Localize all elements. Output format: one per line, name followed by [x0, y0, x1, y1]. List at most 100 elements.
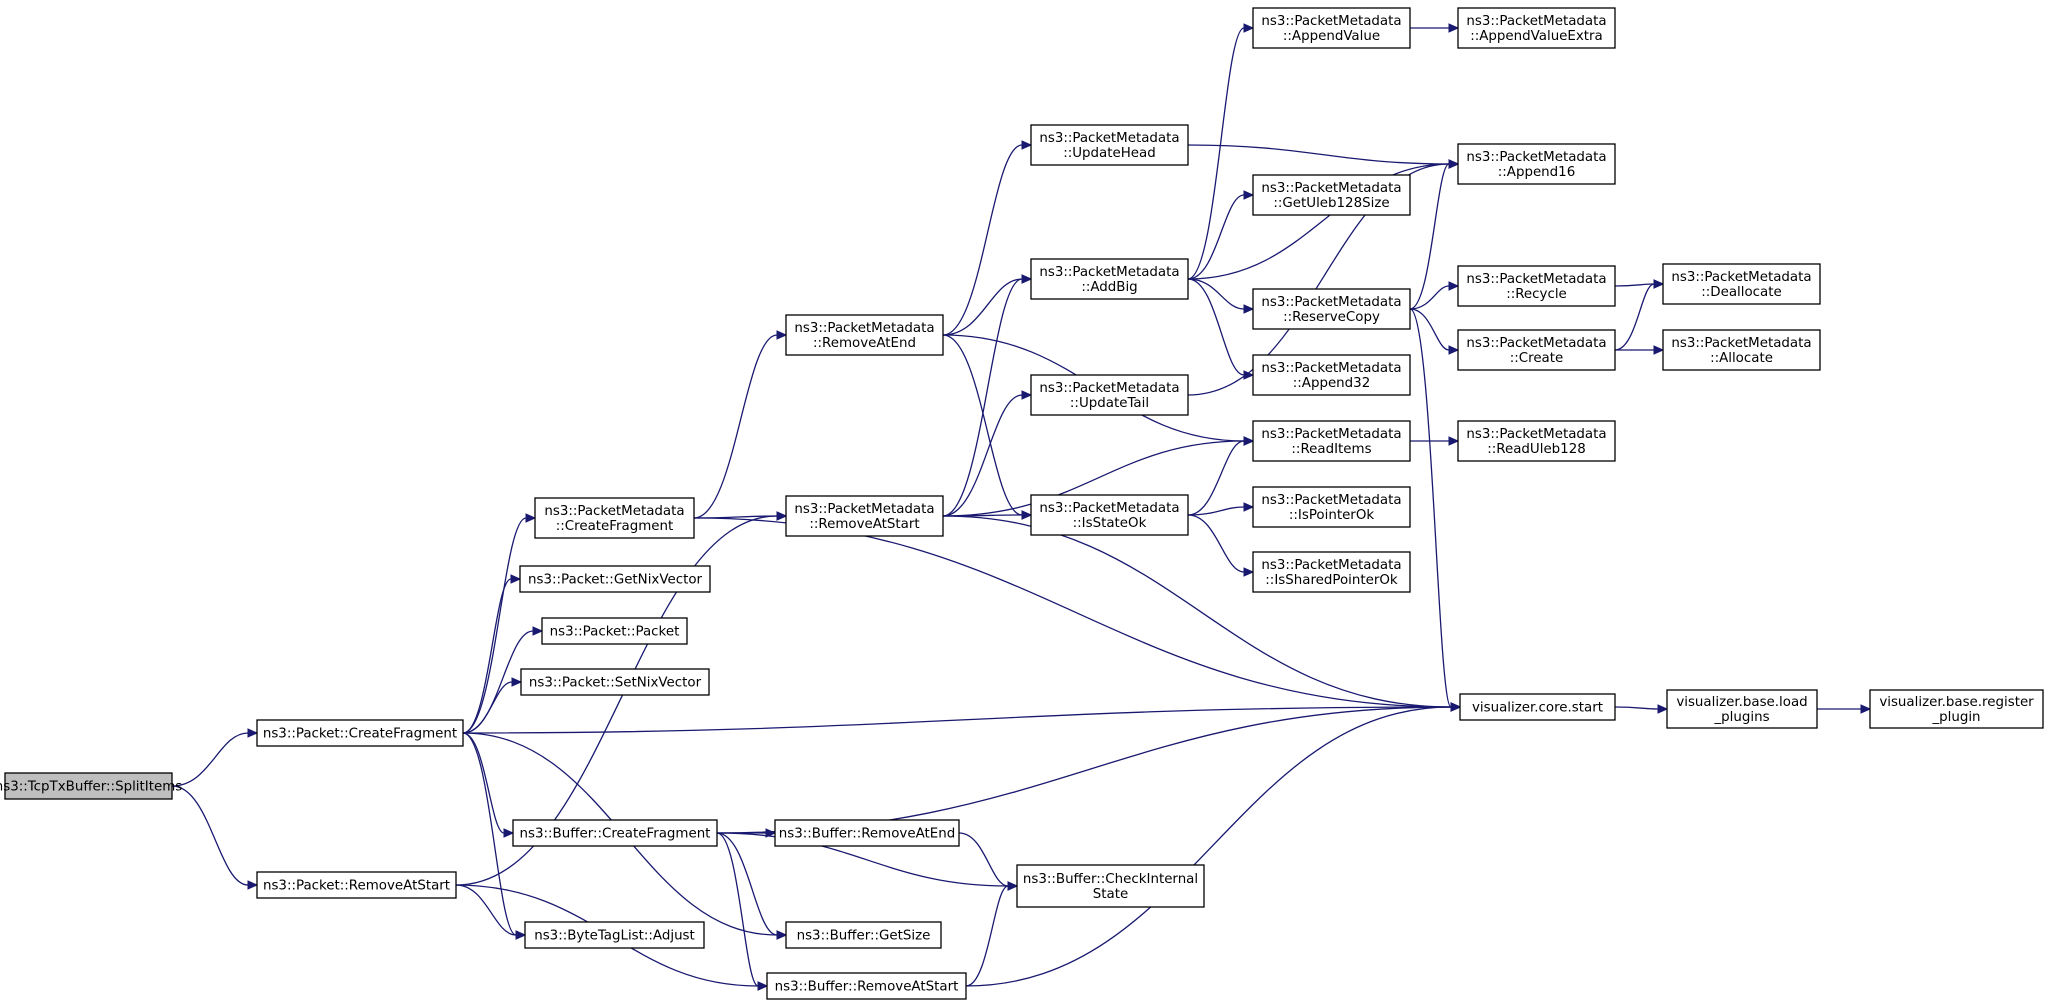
node-pm-deallocate[interactable]: ns3::PacketMetadata::Deallocate: [1662, 263, 1821, 305]
node-pm-readuleb[interactable]: ns3::PacketMetadata::ReadUleb128: [1457, 420, 1616, 462]
node-label: visualizer.base.register: [1879, 695, 2034, 710]
node-buf-removeatend[interactable]: ns3::Buffer::RemoveAtEnd: [774, 819, 960, 847]
edge-line: [693, 517, 1452, 708]
edge-pkt-createfrag-to-pkt-setnix: [462, 677, 523, 734]
node-label: ::Create: [1510, 351, 1564, 366]
node-label: _plugins: [1713, 710, 1769, 725]
call-edges: [171, 23, 1872, 991]
node-pm-recycle[interactable]: ns3::PacketMetadata::Recycle: [1457, 265, 1616, 307]
node-box: [1666, 689, 1818, 729]
node-btl-adjust[interactable]: ns3::ByteTagList::Adjust: [524, 921, 705, 949]
edge-buf-removeatstart-to-viz-core-start: [965, 702, 1462, 987]
node-pm-removeatend[interactable]: ns3::PacketMetadata::RemoveAtEnd: [785, 314, 944, 356]
edge-arrowhead: [1243, 23, 1255, 33]
node-pm-addbig[interactable]: ns3::PacketMetadata::AddBig: [1030, 258, 1189, 300]
node-viz-core-start[interactable]: visualizer.core.start: [1459, 693, 1616, 721]
node-pm-allocate[interactable]: ns3::PacketMetadata::Allocate: [1662, 329, 1821, 371]
edge-line: [1409, 308, 1452, 708]
node-label: ns3::PacketMetadata: [1466, 272, 1606, 287]
node-label: ns3::ByteTagList::Adjust: [534, 929, 695, 944]
node-pm-reservecopy[interactable]: ns3::PacketMetadata::ReserveCopy: [1252, 288, 1411, 330]
node-pm-createfrag[interactable]: ns3::PacketMetadata::CreateFragment: [534, 497, 695, 539]
edge-buf-createfrag-to-buf-removeatstart: [716, 832, 769, 991]
node-label: ns3::PacketMetadata: [1466, 150, 1606, 165]
node-viz-register-plugin[interactable]: visualizer.base.register_plugin: [1869, 689, 2044, 729]
edge-arrowhead: [1448, 436, 1460, 446]
node-label: _plugin: [1931, 710, 1980, 725]
edge-arrowhead: [525, 513, 537, 523]
node-buf-createfrag[interactable]: ns3::Buffer::CreateFragment: [512, 819, 718, 847]
edge-buf-removeatstart-to-buf-checkinternal: [965, 881, 1019, 987]
node-label: ::AddBig: [1081, 280, 1137, 295]
node-pm-append32[interactable]: ns3::PacketMetadata::Append32: [1252, 354, 1411, 396]
edge-line: [171, 732, 249, 787]
node-pkt-getnix[interactable]: ns3::Packet::GetNixVector: [519, 565, 711, 593]
node-box: [1252, 7, 1411, 49]
node-label: ns3::Packet::SetNixVector: [529, 676, 702, 691]
node-pm-readitems[interactable]: ns3::PacketMetadata::ReadItems: [1252, 420, 1411, 462]
edge-arrowhead: [1243, 190, 1255, 200]
node-pkt-packet[interactable]: ns3::Packet::Packet: [541, 617, 688, 645]
node-label: ns3::PacketMetadata: [1261, 361, 1401, 376]
edge-pkt-createfrag-to-pm-createfrag: [462, 513, 537, 734]
node-pm-isstateok[interactable]: ns3::PacketMetadata::IsStateOk: [1030, 494, 1189, 536]
node-label: ns3::PacketMetadata: [1261, 14, 1401, 29]
edge-line: [716, 832, 778, 936]
edge-pm-addbig-to-pm-append32: [1187, 278, 1255, 380]
node-label: ns3::Packet::RemoveAtStart: [263, 879, 450, 894]
edge-arrowhead: [1243, 502, 1255, 512]
node-label: ns3::PacketMetadata: [794, 502, 934, 517]
edge-pm-removeatstart-to-pm-isstateok: [942, 510, 1033, 520]
node-viz-load-plugins[interactable]: visualizer.base.load_plugins: [1666, 689, 1818, 729]
node-pm-ispointerok[interactable]: ns3::PacketMetadata::IsPointerOk: [1252, 486, 1411, 528]
edge-pm-isstateok-to-pm-ispointerok: [1187, 502, 1255, 516]
node-pm-issharedpointerok[interactable]: ns3::PacketMetadata::IsSharedPointerOk: [1252, 551, 1411, 593]
node-pm-getuleb[interactable]: ns3::PacketMetadata::GetUleb128Size: [1252, 174, 1411, 216]
node-pkt-removeatstart[interactable]: ns3::Packet::RemoveAtStart: [256, 871, 457, 899]
edge-line: [942, 440, 1245, 517]
node-pm-appendvalueextra[interactable]: ns3::PacketMetadata::AppendValueExtra: [1457, 7, 1616, 49]
node-buf-removeatstart[interactable]: ns3::Buffer::RemoveAtStart: [766, 972, 967, 1000]
node-box: [519, 565, 711, 593]
edge-pm-reservecopy-to-pm-create: [1409, 308, 1460, 355]
node-label: ::Allocate: [1710, 351, 1773, 366]
edge-arrowhead: [1657, 704, 1669, 714]
node-pm-append16[interactable]: ns3::PacketMetadata::Append16: [1457, 143, 1616, 185]
node-pkt-setnix[interactable]: ns3::Packet::SetNixVector: [520, 668, 710, 696]
node-label: ::ReserveCopy: [1283, 310, 1380, 325]
edge-viz-load-plugins-to-viz-register-plugin: [1817, 704, 1872, 714]
node-tcp-split[interactable]: ns3::TcpTxBuffer::SplitItems: [0, 772, 182, 800]
edge-line: [965, 885, 1009, 987]
edge-arrowhead: [247, 880, 259, 890]
node-box: [1252, 420, 1411, 462]
node-pm-removeatstart[interactable]: ns3::PacketMetadata::RemoveAtStart: [785, 495, 944, 537]
node-label: ::UpdateHead: [1063, 146, 1156, 161]
node-label: ::Append16: [1498, 165, 1575, 180]
edge-arrowhead: [1653, 345, 1665, 355]
node-label: ns3::Buffer::CheckInternal: [1023, 872, 1198, 887]
node-pm-appendvalue[interactable]: ns3::PacketMetadata::AppendValue: [1252, 7, 1411, 49]
node-label: ::GetUleb128Size: [1273, 196, 1389, 211]
edge-line: [958, 832, 1009, 887]
node-label: ns3::PacketMetadata: [1261, 427, 1401, 442]
edge-line: [942, 394, 1023, 517]
edge-pm-addbig-to-pm-getuleb: [1187, 190, 1255, 280]
node-label: ::AppendValue: [1283, 29, 1380, 44]
node-label: ns3::PacketMetadata: [1671, 336, 1811, 351]
node-pkt-createfrag[interactable]: ns3::Packet::CreateFragment: [256, 719, 464, 747]
edge-arrowhead: [1448, 345, 1460, 355]
edge-pm-addbig-to-pm-reservecopy: [1187, 278, 1255, 314]
node-pm-updatehead[interactable]: ns3::PacketMetadata::UpdateHead: [1030, 124, 1189, 166]
edge-line: [462, 578, 512, 734]
edge-pm-appendvalue-to-pm-appendvalueextra: [1410, 23, 1460, 33]
edge-arrowhead: [1653, 279, 1665, 289]
node-pm-updatetail[interactable]: ns3::PacketMetadata::UpdateTail: [1030, 374, 1189, 416]
edge-viz-core-start-to-viz-load-plugins: [1614, 704, 1669, 714]
edge-arrowhead: [1021, 390, 1033, 400]
node-box: [1457, 265, 1616, 307]
edge-arrowhead: [776, 511, 788, 521]
node-label: ::Recycle: [1506, 287, 1567, 302]
node-pm-create[interactable]: ns3::PacketMetadata::Create: [1457, 329, 1616, 371]
node-buf-getsize[interactable]: ns3::Buffer::GetSize: [785, 921, 942, 949]
